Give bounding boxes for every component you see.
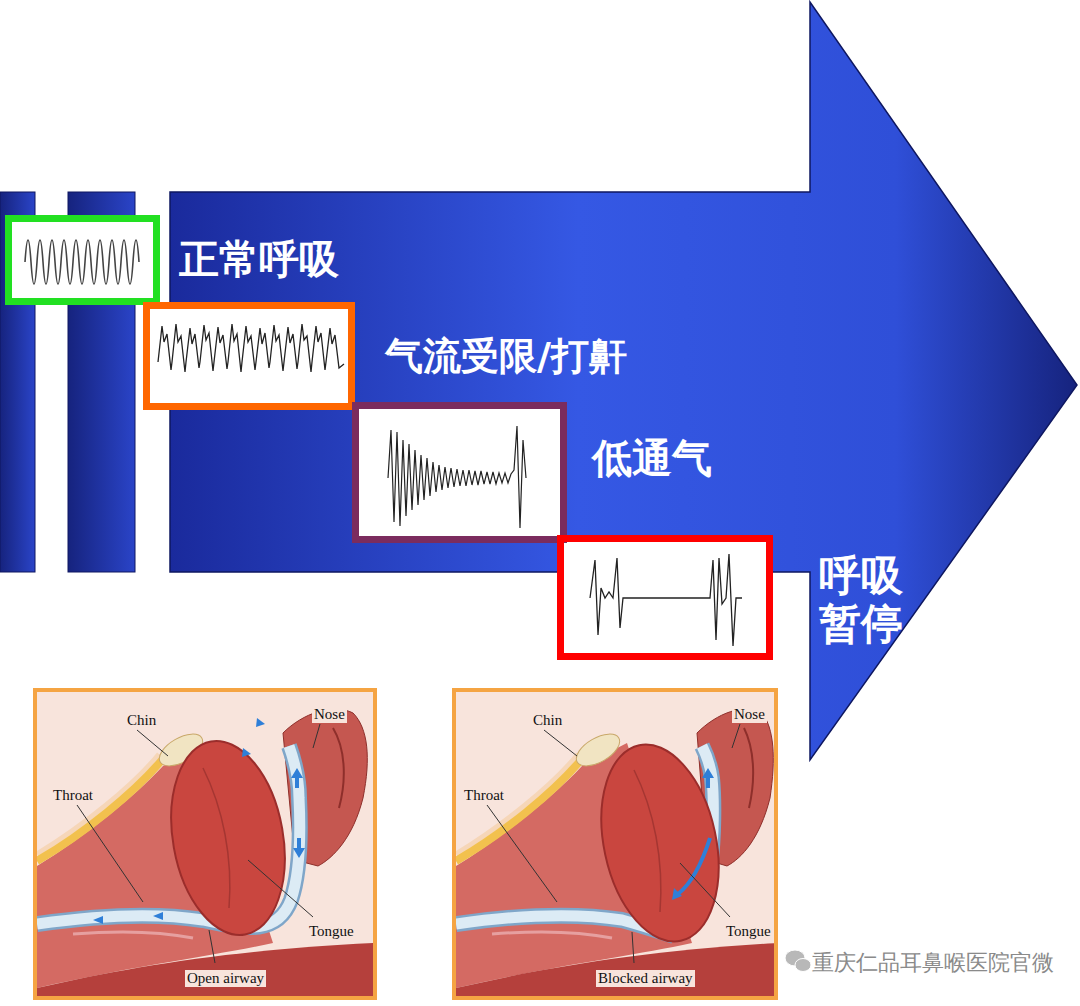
- anatomy-panel: Chin NoseThroatTongueBlocked airway: [452, 688, 778, 1000]
- waveform: [388, 426, 526, 528]
- anatomy-label: Chin: [125, 712, 158, 729]
- waveform-box: 正常呼吸: [5, 215, 160, 305]
- stage-label: 气流受限/打鼾: [385, 335, 627, 379]
- anatomy-label: Tongue: [307, 923, 356, 940]
- anatomy-open: [33, 688, 377, 1000]
- anatomy-label: Tongue: [724, 923, 773, 940]
- progress-arrow: [0, 2, 1077, 760]
- anatomy-label: Open airway: [185, 970, 266, 987]
- waveform-box: 低通气: [352, 402, 567, 543]
- anatomy-panel: Chin NoseThroatTongueOpen airway: [33, 688, 377, 1000]
- stage-label: 正常呼吸: [179, 236, 339, 282]
- waveform: [25, 240, 139, 284]
- anatomy-blocked: [452, 688, 778, 1000]
- anatomy-label: Throat: [51, 787, 95, 804]
- waveform-box: 呼吸 暂停: [557, 535, 773, 660]
- waveform: [590, 554, 742, 646]
- waveform-box: 气流受限/打鼾: [143, 302, 355, 410]
- stage-label: 呼吸 暂停: [819, 552, 911, 649]
- stage-label: 低通气: [592, 435, 712, 481]
- anatomy-label: Nose: [732, 706, 767, 723]
- anatomy-label: Throat: [462, 787, 506, 804]
- wechat-icon: [785, 950, 811, 972]
- watermark: 重庆仁品耳鼻喉医院官微: [812, 948, 1054, 978]
- waveform: [158, 324, 344, 372]
- anatomy-label: Nose: [312, 706, 347, 723]
- anatomy-label: Blocked airway: [596, 970, 695, 987]
- anatomy-label: Chin: [531, 712, 564, 729]
